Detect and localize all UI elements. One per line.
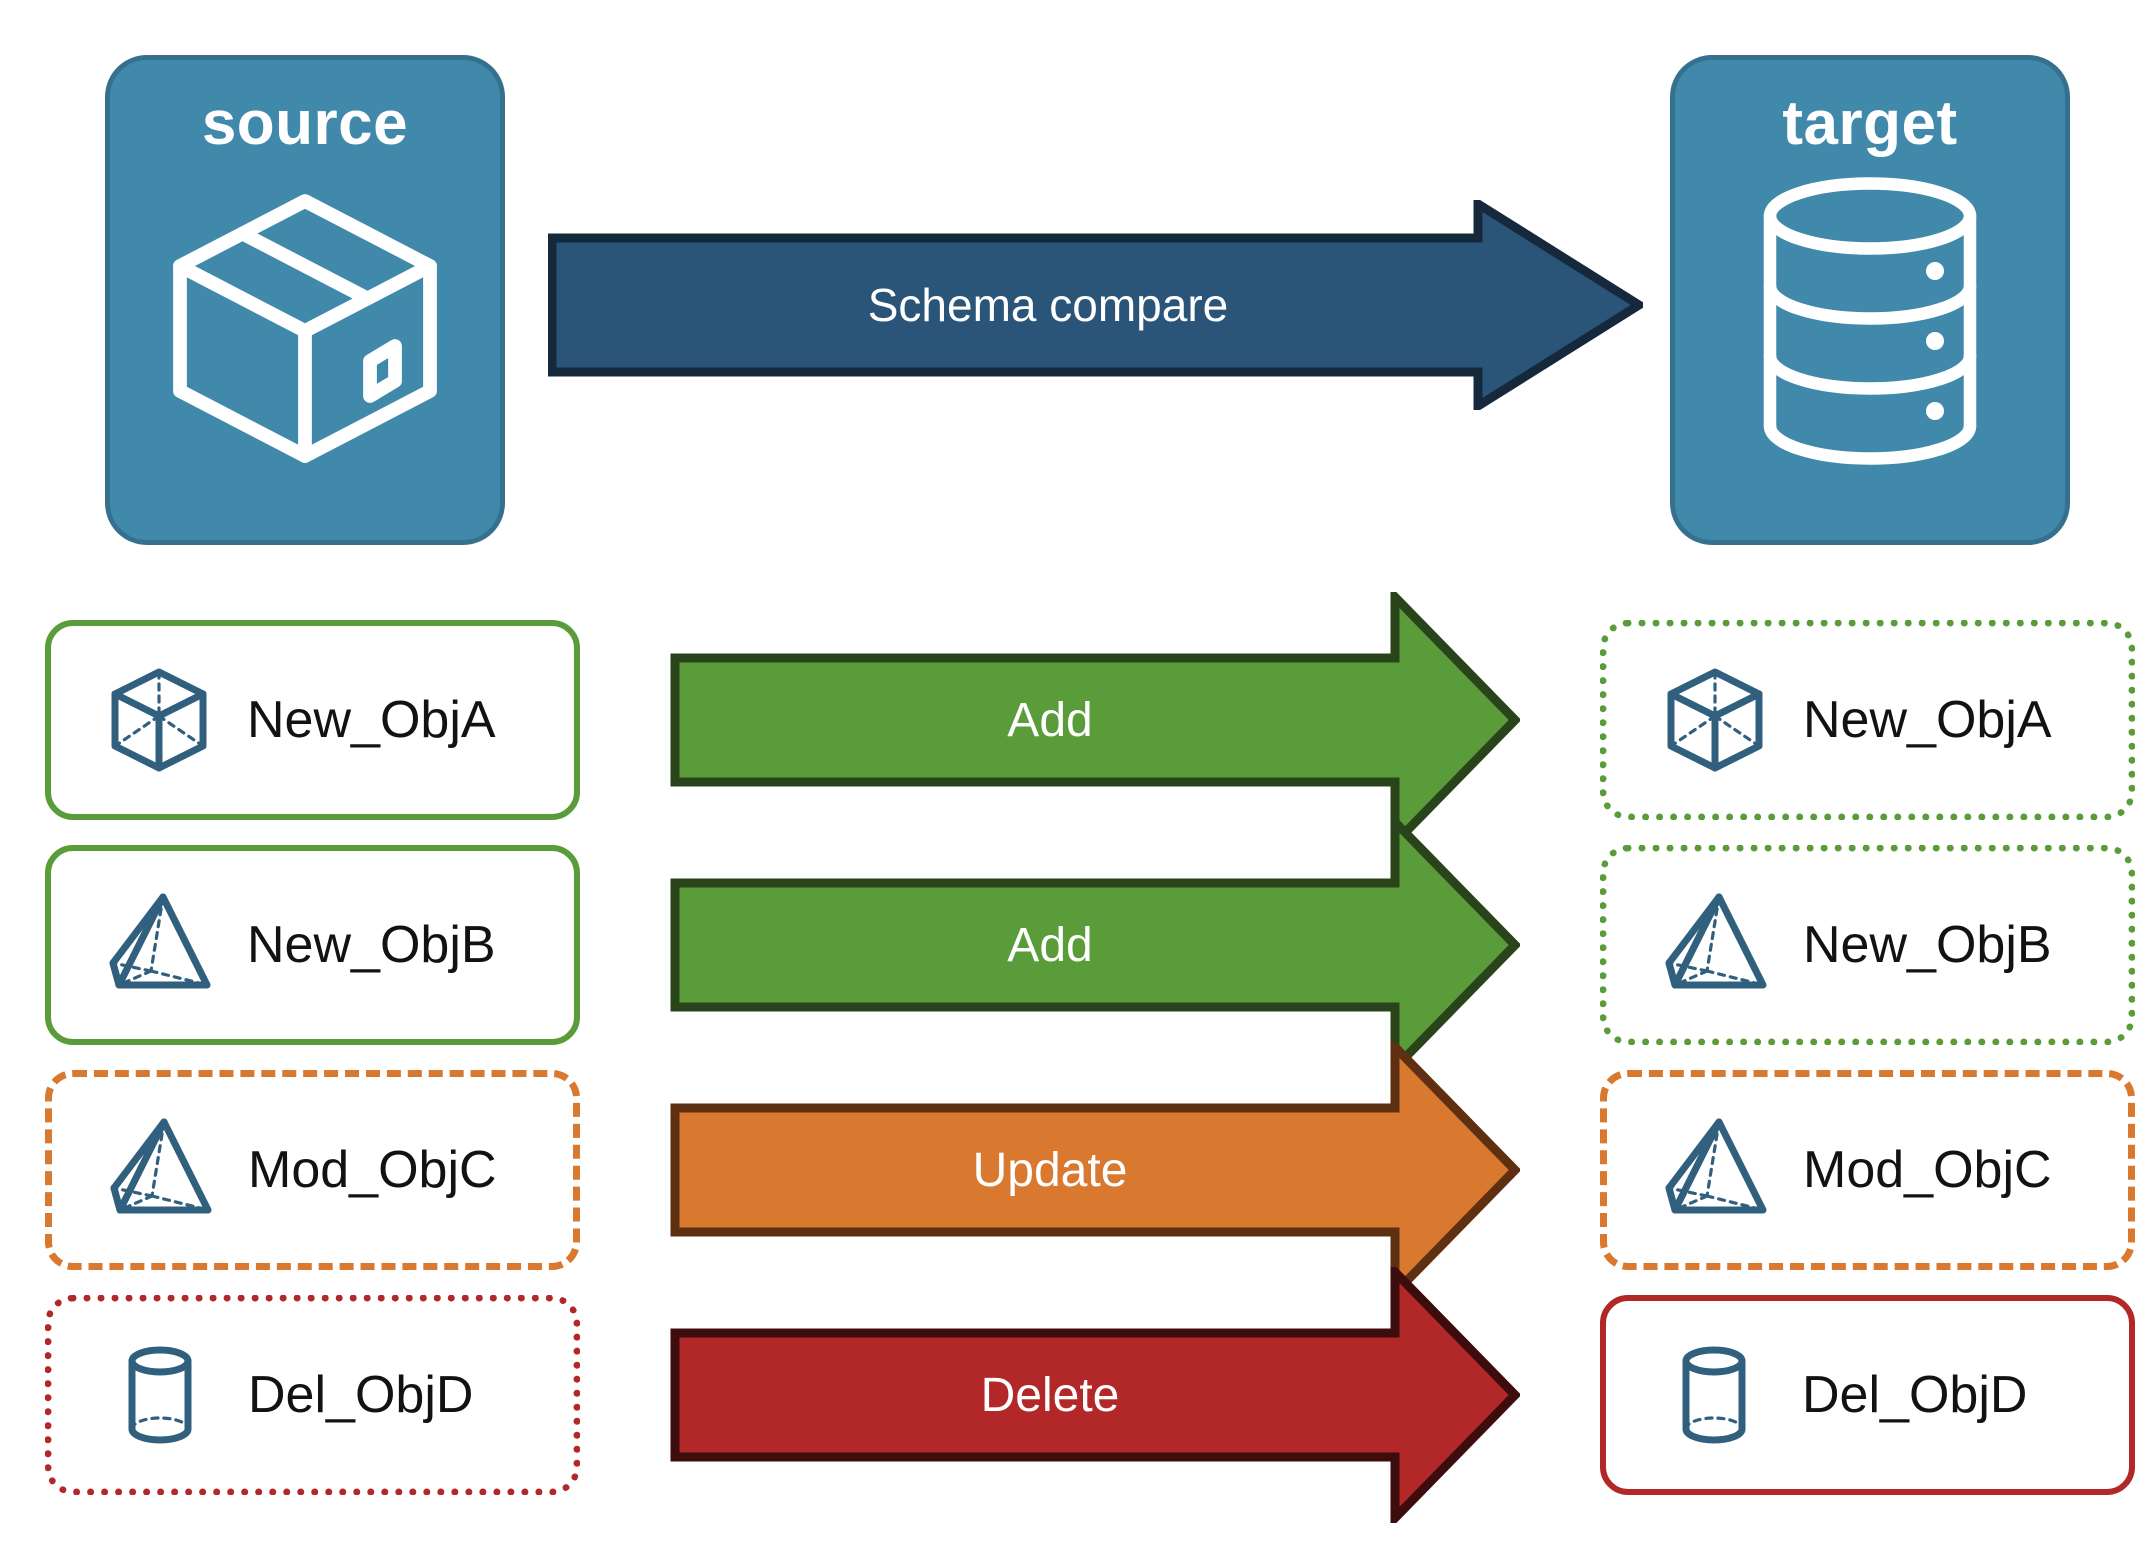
diff-row: New_ObjA Add New_ObjA: [0, 592, 2150, 848]
delete-action-arrow: [670, 1267, 1520, 1523]
target-object-label: Mod_ObjC: [1803, 1141, 2052, 1199]
diff-row: New_ObjB Add New_ObjB: [0, 817, 2150, 1073]
target-object-card[interactable]: Mod_ObjC: [1600, 1070, 2135, 1270]
target-object-label: New_ObjB: [1803, 916, 2052, 974]
add-action-arrow: [670, 817, 1520, 1073]
target-object-card[interactable]: New_ObjB: [1600, 845, 2135, 1045]
schema-compare-arrow: [548, 200, 1643, 410]
target-object-card[interactable]: Del_ObjD: [1600, 1295, 2135, 1495]
source-object-label: Del_ObjD: [248, 1366, 474, 1424]
source-object-card[interactable]: Mod_ObjC: [45, 1070, 580, 1270]
source-object-label: New_ObjA: [247, 691, 496, 749]
wireframe-cube-icon: [1663, 664, 1767, 776]
source-object-card[interactable]: Del_ObjD: [45, 1295, 580, 1495]
wireframe-pyramid-icon: [1663, 1114, 1767, 1226]
target-object-label: Del_ObjD: [1802, 1366, 2028, 1424]
source-object-label: Mod_ObjC: [248, 1141, 497, 1199]
wireframe-cylinder-icon: [1662, 1339, 1766, 1451]
diff-row: Mod_ObjC Update Mod_Ob: [0, 1042, 2150, 1298]
wireframe-cylinder-icon: [108, 1339, 212, 1451]
target-title: target: [1782, 89, 1958, 158]
target-object-label: New_ObjA: [1803, 691, 2052, 749]
wireframe-pyramid-icon: [108, 1114, 212, 1226]
source-object-card[interactable]: New_ObjA: [45, 620, 580, 820]
update-action-arrow: [670, 1042, 1520, 1298]
target-object-card[interactable]: New_ObjA: [1600, 620, 2135, 820]
wireframe-pyramid-icon: [1663, 889, 1767, 1001]
source-title: source: [201, 89, 409, 158]
add-action-arrow: [670, 592, 1520, 848]
source-object-label: New_ObjB: [247, 916, 496, 974]
target-endpoint-card: target: [1670, 55, 2070, 545]
wireframe-pyramid-icon: [107, 889, 211, 1001]
diff-row: Del_ObjD Delete Del_ObjD: [0, 1267, 2150, 1523]
wireframe-cube-icon: [107, 664, 211, 776]
source-endpoint-card: source: [105, 55, 505, 545]
package-box-icon: [155, 176, 455, 481]
database-cylinder-icon: [1745, 176, 1995, 471]
source-object-card[interactable]: New_ObjB: [45, 845, 580, 1045]
